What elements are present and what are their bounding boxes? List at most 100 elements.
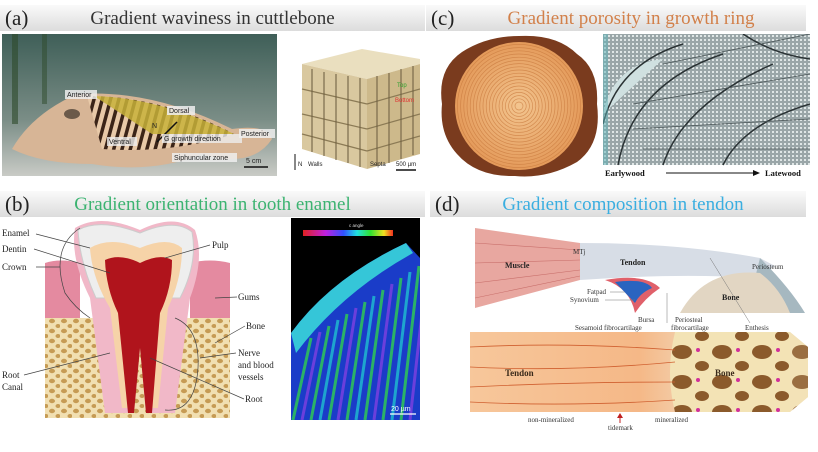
growth-ring [498,85,540,127]
bottom-label: Bottom [395,98,414,104]
growth-ring [463,50,575,162]
root-canal-label-1: Root [2,370,20,380]
tooth-diagram: Enamel Dentin Crown Pulp Gums Bone Nerve… [2,220,274,418]
enamel-rod [381,277,403,420]
periosteal-label-1: Periosteal [675,316,703,324]
panel-b-header: (b) Gradient orientation in tooth enamel [0,191,425,217]
growth-ring [489,76,549,136]
enamel-rod [354,295,376,420]
enthesis-label: Enthesis [745,324,769,332]
growth-ring [476,63,562,149]
n-axis-label: N [298,162,302,168]
growth-ring [514,101,524,111]
siphuncular-label: Siphuncular zone [174,155,228,162]
tendon-diagram: Muscle Tendon Bone Tendon Bone MTj Perio… [469,228,808,432]
periosteal-label-2: fibrocartilage [671,324,709,332]
enamel-rod [372,283,394,420]
nerve-label-2: and blood [238,360,274,370]
pulp-label: Pulp [212,240,229,250]
growth-ring [485,72,553,140]
muscle-label: Muscle [505,261,530,270]
bursa-label: Bursa [638,316,655,324]
block-scale-label: 500 µm [396,162,416,168]
fatpad-label: Fatpad [587,288,607,296]
enamel-rod [291,337,313,420]
colorbar-title: c angle [349,223,364,228]
tendon-label: Tendon [620,258,646,267]
crown-label: Crown [2,262,27,272]
enamel-rod [399,265,420,420]
enamel-rod [327,313,349,420]
growth-ring [508,95,530,117]
tendon-bone-block: Tendon Bone [469,332,808,412]
nerve-label-1: Nerve [238,348,260,358]
panel-a-title: Gradient waviness in cuttlebone [90,8,335,29]
growth-ring [466,53,572,159]
panel-c-title: Gradient porosity in growth ring [507,8,755,29]
bone-label-block: Bone [715,368,735,378]
ventral-label: Ventral [109,139,131,146]
panel-d-label: (d) [435,192,460,216]
enamel-rod [345,301,367,420]
enamel-rod [300,331,322,420]
posterior-label: Posterior [241,131,270,138]
panel-d-title: Gradient composition in tendon [502,194,744,215]
bone-label: Bone [246,321,265,331]
n-label: N [152,123,157,130]
mtj-label: MTj [573,248,586,256]
walls-label: Walls [308,162,322,168]
panel-b-label: (b) [5,192,30,216]
growth-ring [501,88,537,124]
non-mineralized-label: non-mineralized [528,416,574,424]
nerve-label-3: vessels [238,372,264,382]
dorsal-label: Dorsal [169,108,190,115]
panel-b-title: Gradient orientation in tooth enamel [74,194,351,215]
growth-ring [460,47,578,165]
enamel-label: Enamel [2,228,30,238]
panel-a-label: (a) [5,6,29,30]
septa-label: Septa [370,162,386,168]
cuttlebone-block: Top Bottom N Walls Septa 500 µm [292,34,420,176]
enamel-rod [309,325,331,420]
growth-ring [495,82,543,130]
growth-ring [511,98,527,114]
root-canal-label-2: Canal [2,382,23,392]
panel-d-header: (d) Gradient composition in tendon [430,191,806,217]
color-bar [303,230,393,236]
enamel-rod [336,307,358,420]
growth-ring-micrograph: Earlywood Latewood [603,34,810,178]
growth-ring [473,60,565,152]
gums-label: Gums [238,292,260,302]
wood-disk [441,35,598,177]
top-label: Top [397,83,407,89]
mineralized-label: mineralized [655,416,689,424]
enamel-rod [408,317,420,420]
dentin-label: Dentin [2,244,27,254]
growth-ring [492,79,546,133]
cuttlefish-photo: Anterior Dorsal N G growth direction Pos… [2,34,277,176]
scale-label: 5 cm [246,158,261,165]
enamel-rod [318,319,340,420]
enamel-rod [363,289,385,420]
sesamoid-label: Sesamoid fibrocartilage [575,324,642,332]
root-label: Root [245,394,263,404]
growth-ring [482,69,556,143]
enamel-rod [390,271,412,420]
tendon-label-block: Tendon [505,368,534,378]
growth-ring [479,66,559,146]
earlywood-label: Earlywood [605,168,645,178]
tidemark-label: tidemark [608,424,633,432]
growth-direction-label: G growth direction [164,136,221,143]
bone-label-top: Bone [722,293,740,302]
panel-c-label: (c) [431,6,455,30]
growth-ring [457,44,581,168]
panel-a-header: (a) Gradient waviness in cuttlebone [0,5,425,31]
synovium-label: Synovium [570,296,599,304]
panel-c-header: (c) Gradient porosity in growth ring [426,5,806,31]
anterior-label: Anterior [67,92,92,99]
latewood-label: Latewood [765,168,801,178]
growth-ring [469,56,569,156]
growth-ring [505,92,533,120]
periosteum-label: Periosteum [752,263,784,271]
enamel-micrograph: c angle 20 µm [291,218,420,420]
